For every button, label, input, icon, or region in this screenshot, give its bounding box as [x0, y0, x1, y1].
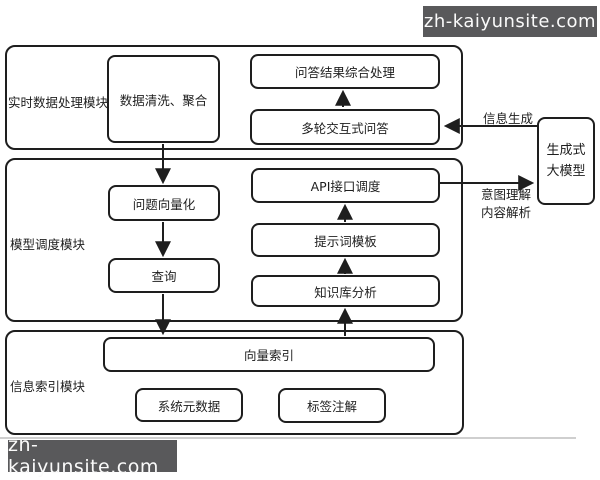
module-information-indexing — [5, 330, 464, 435]
module-realtime-data-processing — [5, 45, 463, 150]
node-multi-turn-interactive-qa: 多轮交互式问答 — [250, 109, 440, 145]
module-label-realtime: 实时数据处理模块 — [8, 95, 109, 110]
node-tag-annotation: 标签注解 — [278, 388, 386, 423]
node-knowledge-base-analysis: 知识库分析 — [251, 275, 440, 307]
edge-label-intent-line2: 内容解析 — [481, 205, 532, 220]
edge-label-intent-content: 意图理解 内容解析 — [481, 186, 531, 222]
node-generative-large-model: 生成式大模型 — [537, 117, 595, 205]
node-question-vectorization: 问题向量化 — [108, 185, 220, 221]
edge-label-intent-line1: 意图理解 — [481, 187, 532, 202]
module-label-indexing: 信息索引模块 — [10, 379, 86, 394]
node-data-cleaning-aggregation: 数据清洗、聚合 — [107, 55, 220, 143]
edge-label-info-generation: 信息生成 — [483, 111, 534, 126]
watermark-top-text: zh-kaiyunsite.com — [423, 11, 597, 32]
node-vector-index: 向量索引 — [103, 337, 435, 372]
node-system-metadata: 系统元数据 — [135, 388, 243, 422]
node-prompt-template: 提示词模板 — [251, 223, 440, 257]
module-label-scheduling: 模型调度模块 — [10, 237, 86, 252]
node-qa-result-processing: 问答结果综合处理 — [250, 54, 440, 89]
module-model-scheduling — [5, 158, 463, 322]
node-query: 查询 — [108, 258, 220, 293]
watermark-top: zh-kaiyunsite.com — [423, 6, 597, 37]
watermark-bottom-text: zh-kaiyunsite.com — [8, 434, 159, 478]
node-api-interface-dispatch: API接口调度 — [251, 168, 440, 203]
watermark-bottom: zh-kaiyunsite.com — [8, 434, 177, 478]
bottom-divider — [0, 437, 576, 439]
